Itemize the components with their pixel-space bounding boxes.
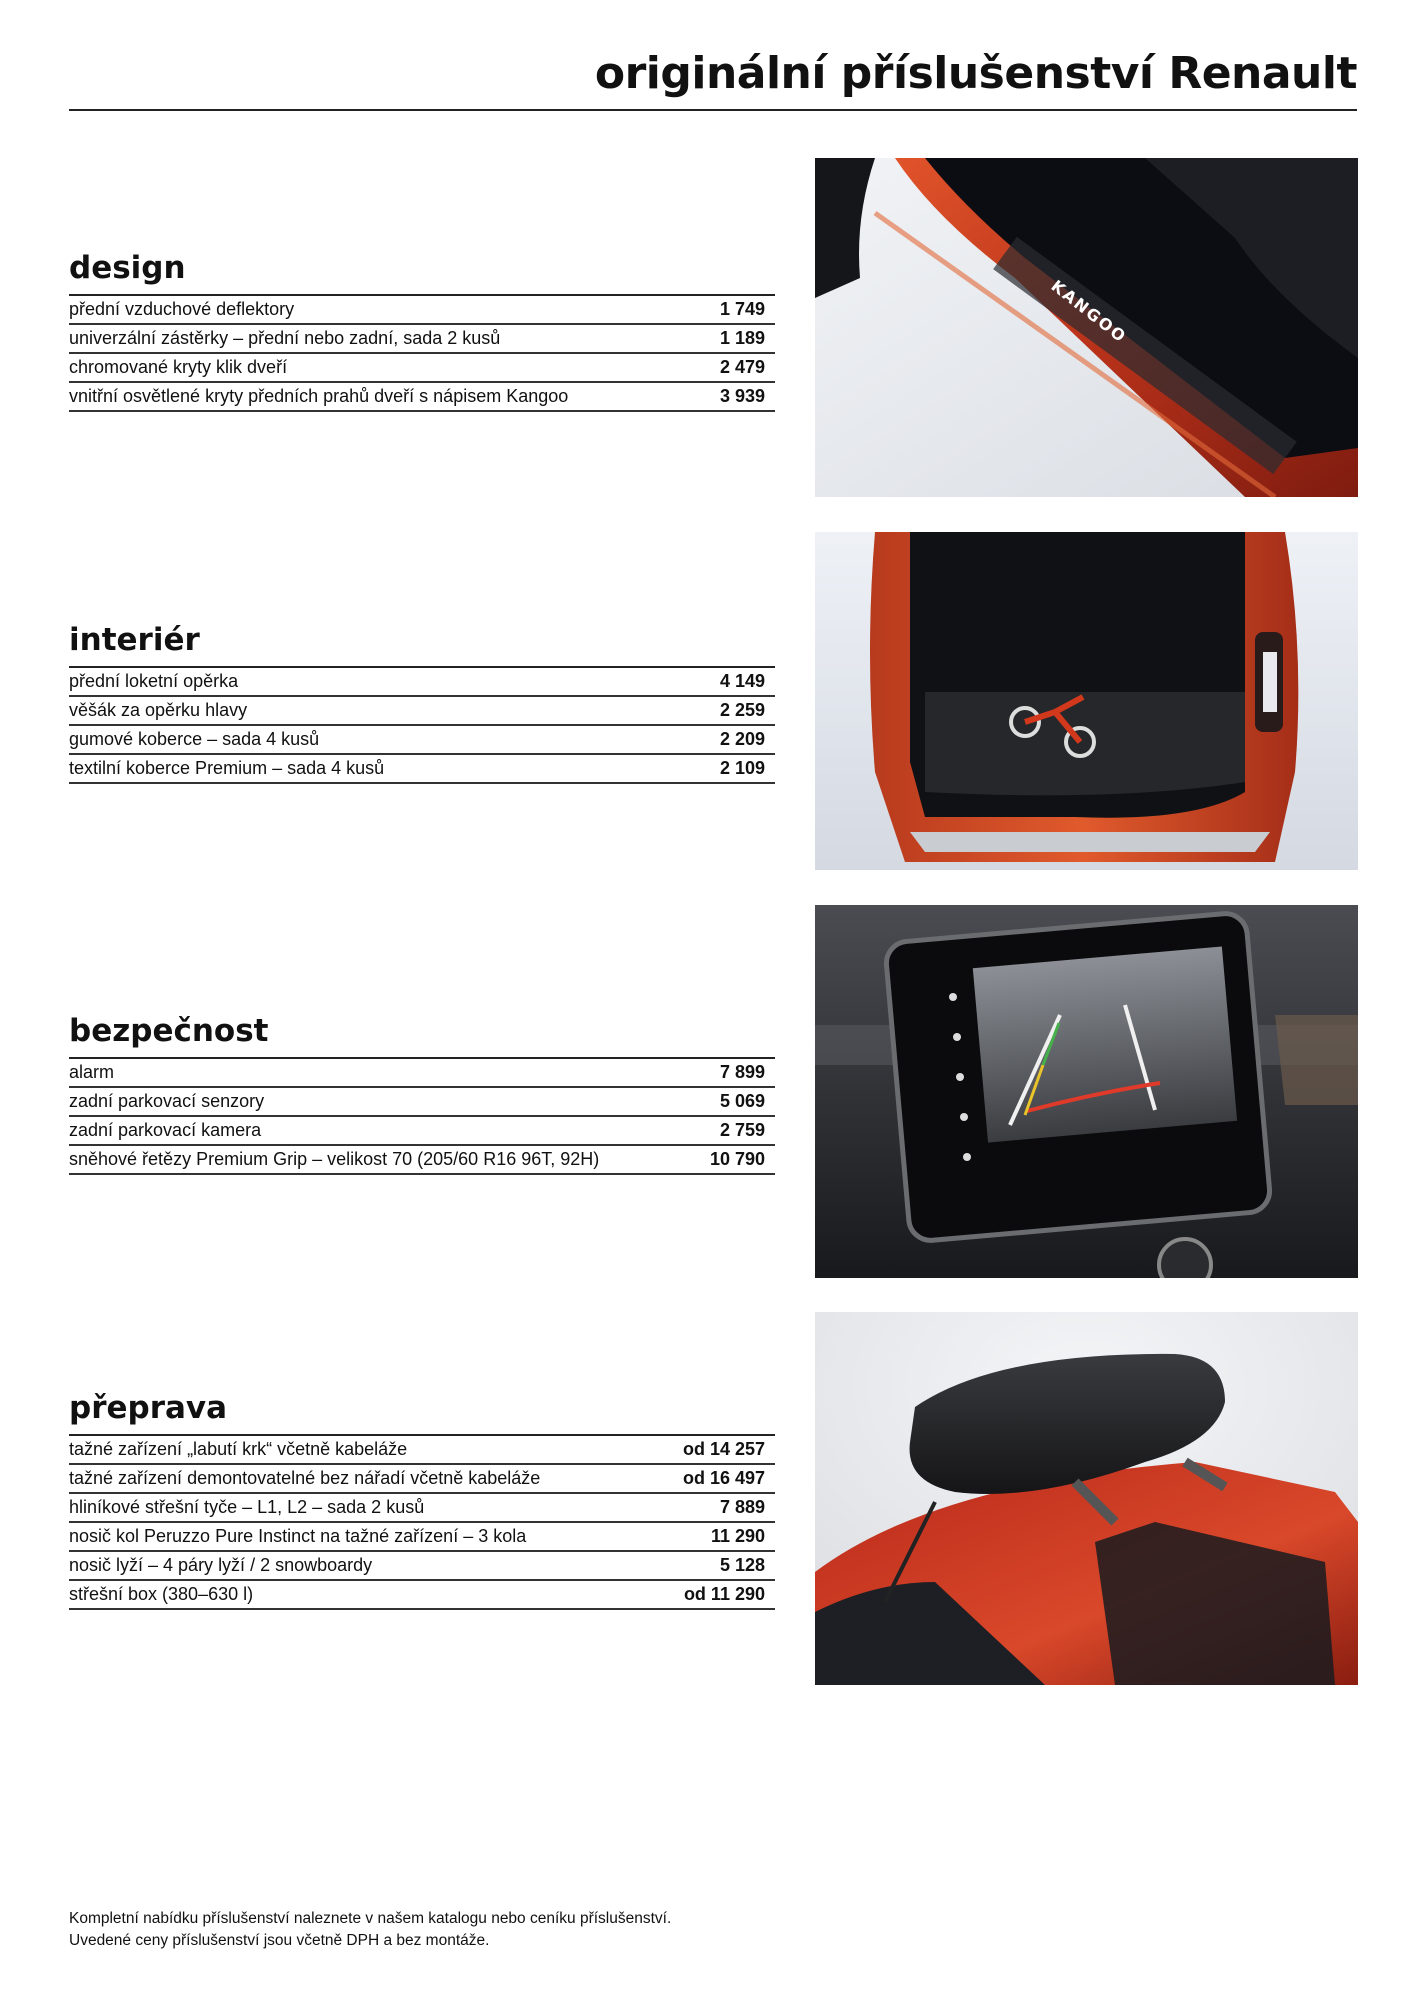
item-name: gumové koberce – sada 4 kusů — [69, 729, 320, 749]
item-name: přední loketní opěrka — [69, 671, 239, 691]
item-name: tažné zařízení demontovatelné bez nářadí… — [69, 1468, 541, 1488]
roof-box-illustration — [815, 1312, 1358, 1685]
photo-roof-box — [815, 1312, 1358, 1685]
photo-rear-camera — [815, 905, 1358, 1278]
price-row: nosič kol Peruzzo Pure Instinct na tažné… — [69, 1523, 775, 1552]
item-price: 2 479 — [719, 357, 765, 377]
item-name: věšák za opěrku hlavy — [69, 700, 248, 720]
price-row: nosič lyží – 4 páry lyží / 2 snowboardy 5… — [69, 1552, 775, 1581]
item-name: zadní parkovací kamera — [69, 1120, 262, 1140]
item-price: od 11 290 — [683, 1584, 765, 1604]
section-heading: přeprava — [69, 1390, 228, 1426]
price-row: přední vzduchové deflektory 1 749 — [69, 296, 775, 325]
price-list: přední loketní opěrka 4 149 věšák za opěr… — [69, 666, 775, 784]
section-transport: přeprava tažné zařízení „labutí krk“ vče… — [69, 1388, 775, 1610]
item-price: od 16 497 — [682, 1468, 765, 1488]
price-row: textilní koberce Premium – sada 4 kusů 2 … — [69, 755, 775, 784]
boot-illustration — [815, 532, 1358, 870]
door-sill-illustration: KANGOO — [815, 158, 1358, 497]
item-name: chromované kryty klik dveří — [69, 357, 288, 377]
item-name: alarm — [69, 1062, 115, 1082]
item-price: 3 939 — [719, 386, 765, 406]
price-row: univerzální zástěrky – přední nebo zadní… — [69, 325, 775, 354]
price-row: zadní parkovací kamera 2 759 — [69, 1117, 775, 1146]
item-price: 4 149 — [719, 671, 765, 691]
page-title: originální příslušenství Renault — [594, 48, 1358, 99]
item-name: vnitřní osvětlené kryty předních prahů d… — [69, 386, 569, 406]
price-row: tažné zařízení demontovatelné bez nářadí… — [69, 1465, 775, 1494]
photo-boot — [815, 532, 1358, 870]
price-row: střešní box (380–630 l) od 11 290 — [69, 1581, 775, 1610]
header-divider — [69, 109, 1357, 111]
section-heading: bezpečnost — [69, 1013, 269, 1049]
item-price: od 14 257 — [682, 1439, 765, 1459]
item-name: střešní box (380–630 l) — [69, 1584, 254, 1604]
item-price: 1 749 — [719, 299, 765, 319]
price-row: chromované kryty klik dveří 2 479 — [69, 354, 775, 383]
footer-note: Kompletní nabídku příslušenství naleznet… — [69, 1908, 671, 1952]
item-name: hliníkové střešní tyče – L1, L2 – sada 2… — [69, 1497, 425, 1517]
item-price: 2 759 — [719, 1120, 765, 1140]
item-price: 5 128 — [719, 1555, 765, 1575]
item-price: 2 259 — [719, 700, 765, 720]
item-price: 11 290 — [710, 1526, 765, 1546]
price-row: věšák za opěrku hlavy 2 259 — [69, 697, 775, 726]
photo-door-sill: KANGOO — [815, 158, 1358, 497]
price-row: tažné zařízení „labutí krk“ včetně kabel… — [69, 1436, 775, 1465]
item-price: 1 189 — [719, 328, 765, 348]
section-design: design přední vzduchové deflektory 1 749 … — [69, 248, 775, 412]
footer-line-catalog: Kompletní nabídku příslušenství naleznet… — [69, 1910, 672, 1927]
item-price: 2 209 — [719, 729, 765, 749]
item-name: tažné zařízení „labutí krk“ včetně kabel… — [69, 1439, 408, 1459]
item-price: 7 899 — [719, 1062, 765, 1082]
item-name: textilní koberce Premium – sada 4 kusů — [69, 758, 385, 778]
section-heading: interiér — [69, 622, 200, 658]
price-row: přední loketní opěrka 4 149 — [69, 668, 775, 697]
price-row: gumové koberce – sada 4 kusů 2 209 — [69, 726, 775, 755]
price-row: hliníkové střešní tyče – L1, L2 – sada 2… — [69, 1494, 775, 1523]
item-name: univerzální zástěrky – přední nebo zadní… — [69, 328, 501, 348]
item-name: přední vzduchové deflektory — [69, 299, 295, 319]
item-name: zadní parkovací senzory — [69, 1091, 265, 1111]
section-safety: bezpečnost alarm 7 899 zadní parkovací se… — [69, 1011, 775, 1175]
item-name: nosič kol Peruzzo Pure Instinct na tažné… — [69, 1526, 527, 1546]
rear-camera-illustration — [815, 905, 1358, 1278]
item-price: 7 889 — [719, 1497, 765, 1517]
section-heading: design — [69, 250, 186, 286]
price-list: přední vzduchové deflektory 1 749 univerz… — [69, 294, 775, 412]
item-name: sněhové řetězy Premium Grip – velikost 7… — [69, 1149, 600, 1169]
price-list: tažné zařízení „labutí krk“ včetně kabel… — [69, 1434, 775, 1610]
price-row: zadní parkovací senzory 5 069 — [69, 1088, 775, 1117]
item-price: 5 069 — [719, 1091, 765, 1111]
item-price: 10 790 — [709, 1149, 765, 1169]
item-name: nosič lyží – 4 páry lyží / 2 snowboardy — [69, 1555, 373, 1575]
item-price: 2 109 — [719, 758, 765, 778]
price-row: sněhové řetězy Premium Grip – velikost 7… — [69, 1146, 775, 1175]
price-row: vnitřní osvětlené kryty předních prahů d… — [69, 383, 775, 412]
section-interior: interiér přední loketní opěrka 4 149 věšá… — [69, 620, 775, 784]
footer-line-vat: Uvedené ceny příslušenství jsou včetně D… — [69, 1932, 490, 1949]
price-row: alarm 7 899 — [69, 1059, 775, 1088]
